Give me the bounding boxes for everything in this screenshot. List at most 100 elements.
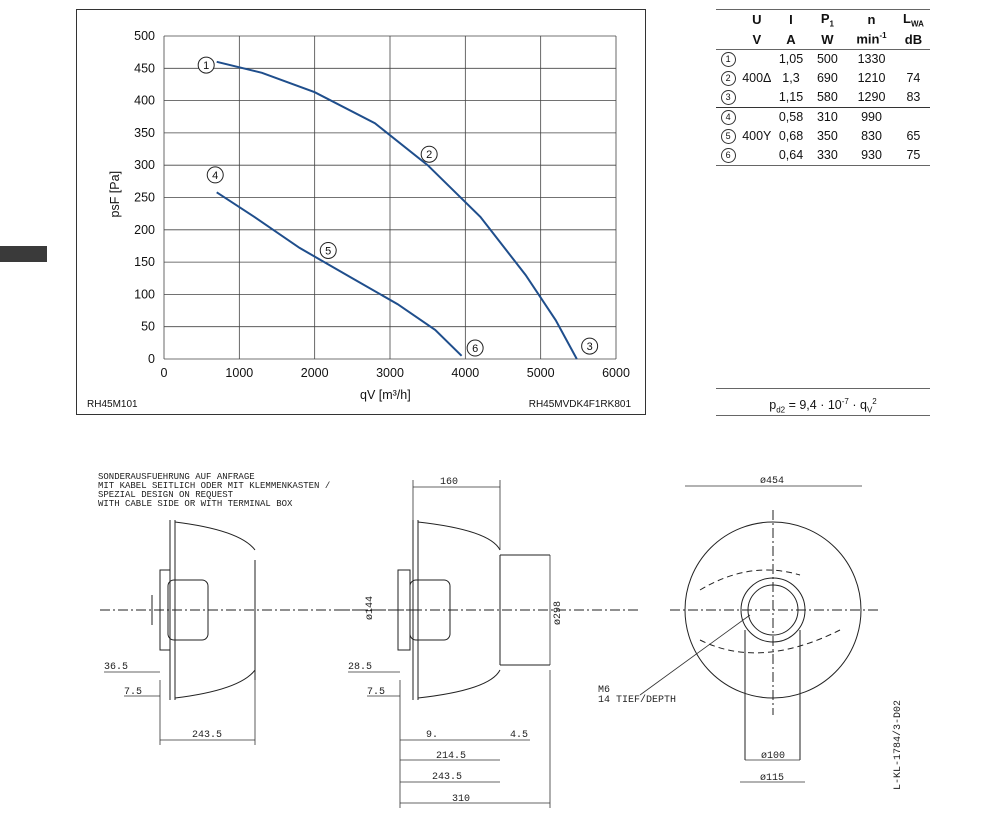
operating-point-marker: 3 bbox=[720, 90, 736, 106]
operating-point-marker bbox=[466, 339, 484, 357]
table-cell: 1330 bbox=[857, 52, 886, 67]
table-cell: 500 bbox=[816, 52, 838, 67]
dim-365: 36.5 bbox=[104, 662, 128, 673]
operating-point-label: 1 bbox=[203, 60, 209, 72]
unit-u: V bbox=[740, 29, 774, 50]
operating-point-label: 3 bbox=[587, 341, 593, 353]
operating-point-marker bbox=[206, 166, 224, 184]
table-cell: 310 bbox=[816, 110, 838, 125]
table-cell: 1210 bbox=[857, 71, 886, 86]
table-cell: 690 bbox=[816, 71, 838, 86]
operating-point-marker: 6 bbox=[720, 148, 736, 164]
y-tick-label: 300 bbox=[134, 158, 155, 172]
y-tick-label: 500 bbox=[134, 29, 155, 43]
dim-144: ø144 bbox=[365, 596, 376, 620]
note-line-2: MIT KABEL SEITLICH ODER MIT KLEMMENKASTE… bbox=[98, 481, 330, 491]
unit-l: dB bbox=[896, 29, 930, 50]
dim-9: 9. bbox=[426, 730, 438, 741]
dim-75a: 7.5 bbox=[124, 687, 142, 698]
side-tab-marker bbox=[0, 246, 47, 262]
note-line-3: SPEZIAL DESIGN ON REQUEST bbox=[98, 490, 234, 500]
table-cell: 930 bbox=[846, 145, 897, 166]
x-tick-label: 4000 bbox=[451, 366, 479, 380]
unit-p: W bbox=[808, 29, 847, 50]
note-line-4: WITH CABLE SIDE OR WITH TERMINAL BOX bbox=[98, 499, 293, 509]
unit-n: min-1 bbox=[846, 29, 897, 50]
x-tick-label: 2000 bbox=[301, 366, 329, 380]
operating-point-marker: 1 bbox=[720, 52, 736, 68]
table-cell: 74 bbox=[906, 71, 921, 86]
operating-point-marker bbox=[420, 145, 438, 163]
table-cell: 0,64 bbox=[773, 145, 809, 166]
table-cell: 65 bbox=[906, 129, 921, 144]
y-tick-label: 400 bbox=[134, 94, 155, 108]
front-view bbox=[670, 510, 880, 760]
dim-285: 28.5 bbox=[348, 662, 372, 673]
table-cell: 350 bbox=[816, 129, 838, 144]
formula: pd2 = 9,4 · 10-7 · qV2 bbox=[716, 388, 930, 416]
operating-point-marker: 5 bbox=[720, 129, 736, 145]
dimension-lines bbox=[104, 480, 862, 808]
table-row: 1 1,05 500 1330 bbox=[716, 49, 930, 69]
drawing-code: L-KL-1784/3-D02 bbox=[892, 700, 904, 790]
y-tick-label: 350 bbox=[134, 126, 155, 140]
m6-label: M6 bbox=[598, 685, 610, 696]
table-cell: 1,05 bbox=[778, 52, 804, 67]
table-cell: 830 bbox=[861, 129, 882, 144]
dim-2145: 214.5 bbox=[436, 751, 466, 762]
dim-115: ø115 bbox=[760, 773, 784, 784]
x-axis-label: qV [m³/h] bbox=[360, 388, 411, 402]
table-cell bbox=[740, 145, 774, 166]
chart-caption-left: RH45M101 bbox=[87, 399, 138, 410]
chart-caption-right: RH45MVDK4F1RK801 bbox=[528, 399, 631, 410]
dim-100: ø100 bbox=[761, 751, 785, 762]
operating-point-marker bbox=[197, 56, 215, 74]
table-cell bbox=[897, 107, 930, 127]
dim-310: 310 bbox=[452, 794, 470, 805]
table-cell bbox=[897, 49, 930, 69]
y-tick-label: 100 bbox=[134, 287, 155, 301]
y-axis-label: psF [Pa] bbox=[108, 171, 122, 218]
side-view-2 bbox=[340, 520, 640, 700]
table-cell: 0,58 bbox=[778, 110, 804, 125]
operating-point-label: 4 bbox=[212, 170, 218, 182]
x-tick-label: 6000 bbox=[602, 366, 630, 380]
y-tick-label: 200 bbox=[134, 223, 155, 237]
x-tick-label: 1000 bbox=[225, 366, 253, 380]
table-cell bbox=[740, 107, 773, 127]
m6-depth-label: 14 TIEF/DEPTH bbox=[598, 694, 676, 706]
y-tick-label: 250 bbox=[134, 191, 155, 205]
dim-2435a: 243.5 bbox=[192, 730, 222, 741]
x-tick-label: 0 bbox=[161, 366, 168, 380]
table-cell bbox=[740, 87, 774, 108]
col-u: U bbox=[740, 8, 774, 30]
x-tick-label: 3000 bbox=[376, 366, 404, 380]
y-tick-label: 50 bbox=[141, 320, 155, 334]
table-cell: 330 bbox=[808, 145, 847, 166]
operating-point-label: 5 bbox=[325, 245, 331, 257]
operating-point-label: 6 bbox=[472, 343, 478, 355]
technical-drawing: SONDERAUSFUEHRUNG AUF ANFRAGE MIT KABEL … bbox=[98, 472, 904, 808]
table-cell: 580 bbox=[808, 87, 847, 108]
table-cell: 990 bbox=[861, 110, 882, 125]
col-lwa: LWA bbox=[896, 8, 930, 30]
col-n: n bbox=[846, 8, 897, 30]
series-line bbox=[216, 60, 578, 360]
table-cell: 1,15 bbox=[773, 87, 809, 108]
dimension-labels: 160 ø144 ø298 ø454 ø100 ø115 36.5 28.5 7… bbox=[104, 476, 904, 805]
dim-2435b: 243.5 bbox=[432, 772, 462, 783]
col-p1: P1 bbox=[808, 8, 847, 30]
operating-point-label: 2 bbox=[426, 149, 432, 161]
series-line bbox=[216, 191, 463, 357]
table-cell bbox=[740, 49, 773, 69]
table-cell: 1290 bbox=[846, 87, 897, 108]
unit-i: A bbox=[773, 29, 809, 50]
table-cell: 400Δ bbox=[742, 71, 772, 86]
